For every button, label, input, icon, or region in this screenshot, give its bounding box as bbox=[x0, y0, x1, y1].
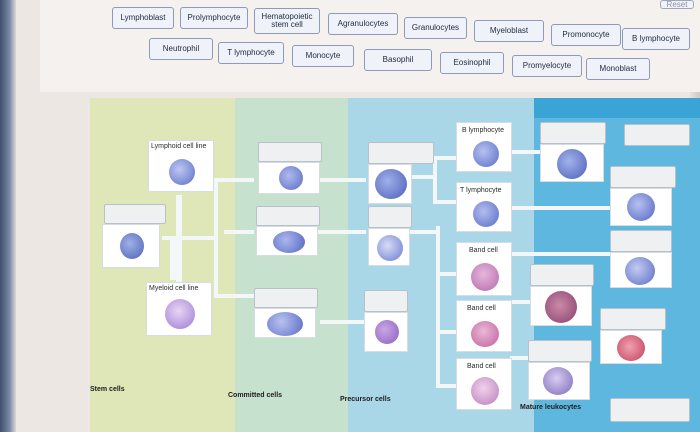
drop-slot[interactable] bbox=[610, 398, 690, 422]
mature-cell-image bbox=[557, 149, 587, 179]
cell-image-card bbox=[600, 330, 662, 364]
committed-cell-image bbox=[279, 166, 303, 190]
screen-edge-left bbox=[0, 0, 16, 432]
cell-image-card: Band cell bbox=[456, 358, 512, 410]
band-cell-label: Band cell bbox=[467, 363, 496, 370]
term-chip[interactable]: Monocyte bbox=[292, 45, 354, 67]
connector-line bbox=[214, 178, 218, 298]
cell-image-card: Band cell bbox=[456, 242, 512, 296]
cell-image-card: Lymphoid cell line bbox=[148, 140, 214, 192]
term-chip[interactable]: Prolymphocyte bbox=[180, 7, 248, 29]
mature-cell-image bbox=[617, 335, 645, 361]
cell-image-card bbox=[256, 226, 318, 256]
connector-line bbox=[176, 195, 182, 285]
lymphoid-cell-image bbox=[169, 159, 195, 185]
band-cell-image bbox=[471, 263, 499, 291]
connector-line bbox=[214, 294, 254, 298]
stage-label-precursor: Precursor cells bbox=[340, 396, 391, 403]
committed-cell-image bbox=[273, 231, 305, 253]
precursor-cell-image bbox=[375, 169, 407, 199]
connector-line bbox=[162, 236, 218, 240]
band-cell-image bbox=[471, 377, 499, 405]
drop-slot[interactable] bbox=[104, 204, 166, 224]
cell-image-card: Band cell bbox=[456, 300, 512, 352]
myeloid-line-label: Myeloid cell line bbox=[149, 285, 198, 292]
b-lymphocyte-label: B lymphocyte bbox=[462, 127, 504, 134]
term-chip[interactable]: Hematopoietic stem cell bbox=[254, 8, 320, 34]
term-chip[interactable]: Promonocyte bbox=[551, 24, 621, 46]
cell-image-card bbox=[258, 162, 320, 194]
cell-image-card bbox=[364, 312, 408, 352]
reset-button[interactable]: Reset bbox=[660, 0, 694, 9]
connector-line bbox=[318, 178, 366, 182]
mature-cell-image bbox=[543, 367, 573, 395]
cell-image-card bbox=[528, 362, 590, 400]
drop-slot[interactable] bbox=[364, 290, 408, 312]
cell-image-card bbox=[610, 188, 672, 226]
connector-line bbox=[320, 320, 366, 324]
drop-slot[interactable] bbox=[258, 142, 322, 162]
cell-image-card: T lymphocyte bbox=[456, 182, 512, 232]
drop-slot[interactable] bbox=[256, 206, 320, 226]
cell-image-card bbox=[530, 286, 592, 326]
term-chip[interactable]: Monoblast bbox=[586, 58, 650, 80]
connector-line bbox=[214, 178, 254, 182]
precursor-cell-image bbox=[375, 320, 399, 344]
cell-image-card bbox=[254, 308, 316, 338]
term-chip[interactable]: Neutrophil bbox=[149, 38, 213, 60]
mature-cell-image bbox=[627, 193, 655, 221]
drop-slot[interactable] bbox=[530, 264, 594, 286]
term-chip[interactable]: B lymphocyte bbox=[622, 28, 690, 50]
term-chip[interactable]: Granulocytes bbox=[404, 17, 467, 39]
stem-cell-image bbox=[120, 233, 144, 259]
connector-line bbox=[510, 206, 614, 210]
cell-image-card bbox=[540, 144, 604, 182]
band-cell-label: Band cell bbox=[469, 247, 498, 254]
drop-slot[interactable] bbox=[368, 142, 434, 164]
drop-slot[interactable] bbox=[610, 166, 676, 188]
term-chip[interactable]: Myeloblast bbox=[474, 20, 544, 42]
band-cell-label: Band cell bbox=[467, 305, 496, 312]
term-chip[interactable]: Promyelocyte bbox=[512, 55, 582, 77]
drop-slot[interactable] bbox=[610, 230, 672, 252]
cell-image-card bbox=[102, 224, 160, 268]
drop-slot[interactable] bbox=[528, 340, 592, 362]
connector-line bbox=[436, 226, 440, 386]
b-lymphocyte-image bbox=[473, 141, 499, 167]
t-lymphocyte-label: T lymphocyte bbox=[460, 187, 502, 194]
term-chip[interactable]: Agranulocytes bbox=[328, 13, 398, 35]
cell-image-card bbox=[368, 228, 410, 266]
cell-image-card: B lymphocyte bbox=[456, 122, 512, 172]
mature-cell-image bbox=[545, 291, 577, 323]
drop-slot[interactable] bbox=[600, 308, 666, 330]
mature-cell-image bbox=[625, 257, 655, 285]
connector-line bbox=[224, 230, 254, 234]
stage-label-stem: Stem cells bbox=[90, 386, 125, 393]
mature-band-header bbox=[534, 98, 700, 118]
connector-line bbox=[510, 252, 620, 256]
drop-slot[interactable] bbox=[254, 288, 318, 308]
committed-cell-image bbox=[267, 312, 303, 336]
connector-line bbox=[510, 150, 540, 154]
myeloid-cell-image bbox=[165, 299, 195, 329]
cell-image-card bbox=[368, 164, 412, 204]
drop-slot[interactable] bbox=[624, 124, 690, 146]
term-chip[interactable]: Eosinophil bbox=[440, 52, 504, 74]
drop-slot[interactable] bbox=[368, 206, 412, 228]
band-cell-image bbox=[471, 321, 499, 347]
connector-line bbox=[318, 230, 366, 234]
cell-image-card: Myeloid cell line bbox=[146, 282, 212, 336]
term-chip[interactable]: Lymphoblast bbox=[112, 7, 174, 29]
term-chip[interactable]: Basophil bbox=[364, 49, 432, 71]
precursor-cell-image bbox=[377, 235, 403, 261]
connector-line bbox=[410, 230, 436, 234]
lymphoid-line-label: Lymphoid cell line bbox=[151, 143, 206, 150]
term-chip[interactable]: T lymphocyte bbox=[218, 42, 284, 64]
t-lymphocyte-image bbox=[473, 201, 499, 227]
stage-label-committed: Committed cells bbox=[228, 392, 282, 399]
drop-slot[interactable] bbox=[540, 122, 606, 144]
connector-line bbox=[410, 175, 434, 179]
stage-label-mature: Mature leukocytes bbox=[520, 404, 581, 411]
cell-image-card bbox=[610, 252, 672, 288]
